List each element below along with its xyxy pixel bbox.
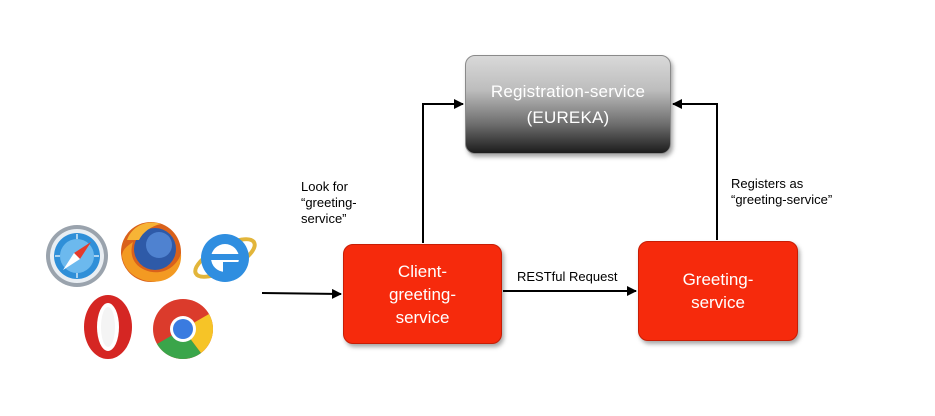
client-line-1: Client-	[397, 261, 448, 281]
look-for-line-3: service”	[301, 211, 347, 226]
greeting-line-2: service	[691, 293, 745, 312]
internet-explorer-icon	[193, 234, 257, 282]
firefox-icon	[121, 222, 182, 282]
client-line-2: greeting-	[388, 284, 457, 304]
browser-icons	[46, 222, 257, 360]
registration-service-box: Registration-service (EUREKA)	[465, 55, 671, 154]
eureka-line-1: Registration-service	[490, 81, 646, 101]
registers-as-label: Registers as “greeting-service”	[731, 176, 891, 208]
client-to-eureka-arrow	[422, 99, 464, 243]
client-line-3: service	[395, 307, 450, 327]
greeting-to-eureka-arrow	[672, 99, 718, 240]
eureka-line-2: (EUREKA)	[526, 107, 610, 127]
registers-line-2: “greeting-service”	[731, 192, 833, 207]
look-for-label: Look for “greeting- service”	[301, 179, 411, 227]
greeting-service-box: Greeting- service	[638, 241, 798, 341]
restful-request-label: RESTful Request	[517, 269, 618, 284]
chrome-icon	[153, 299, 214, 360]
greeting-line-1: Greeting-	[682, 270, 754, 289]
registers-line-1: Registers as	[731, 176, 804, 191]
opera-icon	[84, 295, 132, 359]
browsers-to-client-arrow	[261, 288, 342, 299]
safari-icon	[46, 225, 108, 287]
look-for-line-1: Look for	[301, 179, 348, 194]
look-for-line-2: “greeting-	[301, 195, 357, 210]
client-greeting-service-box: Client- greeting- service	[343, 244, 502, 344]
